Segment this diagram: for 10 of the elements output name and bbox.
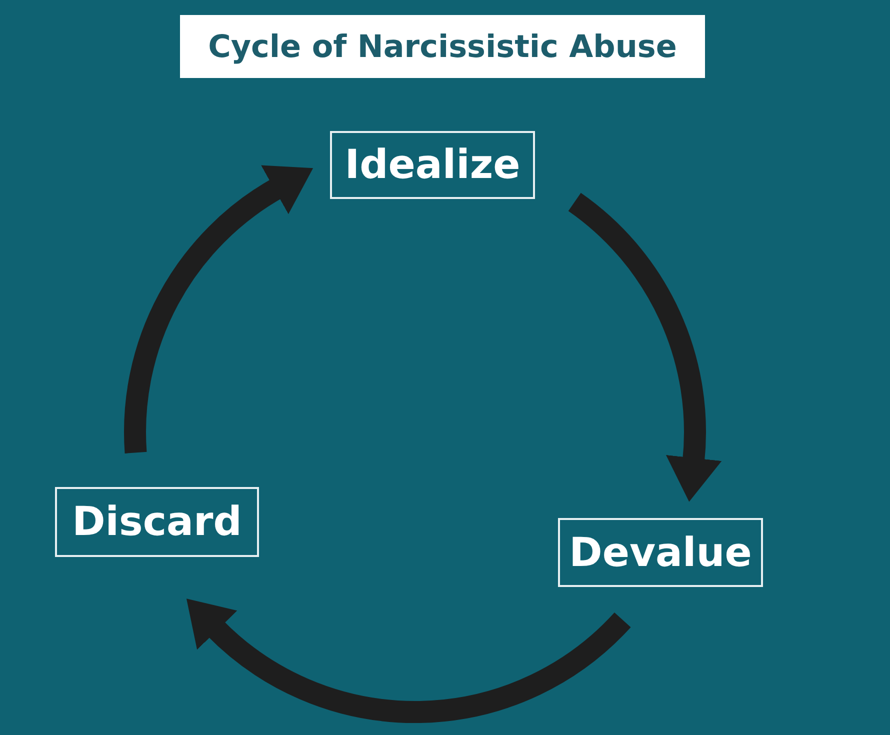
stage-label: Discard <box>72 499 242 545</box>
stage-label: Idealize <box>344 142 520 188</box>
stage-box <box>330 131 535 199</box>
title-banner: Cycle of Narcissistic Abuse <box>180 15 705 78</box>
curved-arrow <box>568 193 722 502</box>
stage-box <box>55 487 259 557</box>
stage-box <box>558 518 763 587</box>
curved-arrow <box>184 600 630 723</box>
curved-arrow <box>124 166 312 453</box>
stage-label: Devalue <box>569 530 752 576</box>
